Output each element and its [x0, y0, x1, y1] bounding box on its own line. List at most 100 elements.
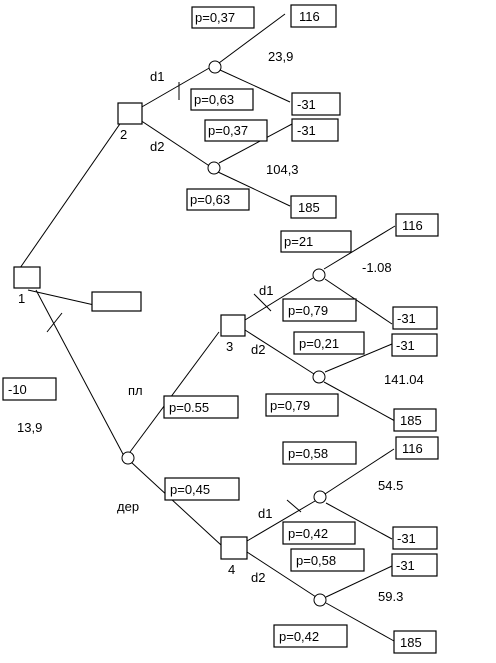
edge-n3-c4 — [244, 329, 315, 375]
edge-n2-c1 — [139, 66, 212, 109]
edge-c5-down — [325, 502, 393, 540]
prune-mark-n1-stop — [46, 312, 63, 333]
prob-box-c2-down — [186, 188, 250, 211]
outcome-c1-down: -31 — [297, 97, 316, 112]
prob-c5-down: p=0,42 — [288, 526, 328, 541]
chance-nodes — [121, 60, 327, 607]
branch-label-n2-d1: d1 — [150, 69, 164, 84]
outcome-stop: -10 — [8, 382, 27, 397]
prob-c4-up: p=0,21 — [299, 336, 339, 351]
prune-marks — [46, 82, 302, 513]
prob-c6-up: p=0,58 — [296, 553, 336, 568]
prob-box-c5-down — [282, 521, 356, 545]
branch-label-der: дер — [117, 499, 139, 514]
prob-pl: p=0.55 — [169, 400, 209, 415]
outcome-box-c6-up — [391, 553, 438, 577]
tree-edges — [19, 13, 396, 642]
edge-chance-root-n4 — [130, 461, 222, 546]
outcome-c4-down: 185 — [400, 413, 422, 428]
prob-c1-down: p=0,63 — [194, 92, 234, 107]
chance-node-c1 — [208, 60, 222, 74]
edge-c3-up — [323, 225, 396, 270]
outcome-box-c4-down — [393, 408, 437, 432]
edge-chance-root-n3 — [129, 331, 220, 453]
ev-c1: 23,9 — [268, 49, 293, 64]
chance-node-root — [121, 451, 135, 465]
outcome-c1-up: 116 — [299, 9, 320, 24]
edge-c4-up — [324, 343, 393, 373]
outcome-c3-down: -31 — [397, 311, 416, 326]
outcome-box-empty — [91, 291, 142, 312]
prob-c3-down: p=0,79 — [288, 303, 328, 318]
node-label-1: 1 — [18, 291, 25, 306]
probability-labels: p=0,37 p=0,63 p=0,37 p=0,63 p=21 p=0,79 … — [163, 6, 365, 648]
prob-c4-down: p=0,79 — [270, 398, 310, 413]
decision-node-3 — [220, 314, 246, 337]
prob-c1-up: p=0,37 — [195, 10, 235, 25]
edge-c5-up — [324, 448, 395, 495]
chance-node-c2 — [207, 161, 221, 175]
outcome-box-c3-up — [395, 213, 439, 237]
prune-mark-n4-d1 — [286, 499, 302, 513]
ev-c3: -1.08 — [362, 260, 392, 275]
branch-label-pl: пл — [128, 383, 143, 398]
outcome-c6-down: 185 — [400, 635, 422, 650]
prob-box-c1-down — [190, 88, 254, 111]
prob-box-c3-up — [280, 230, 352, 253]
edge-c1-down — [219, 69, 291, 103]
prob-box-pl — [163, 395, 239, 419]
outcome-box-stop — [2, 377, 57, 401]
outcome-c5-up: 116 — [402, 441, 423, 456]
outcome-box-c6-down — [393, 630, 437, 654]
decision-node-2 — [117, 102, 143, 125]
outcome-box-c1-up — [290, 4, 337, 28]
edge-c3-down — [324, 278, 393, 325]
node-number-labels: 1 2 3 4 — [18, 127, 235, 577]
edge-c1-up — [218, 13, 286, 64]
prob-c2-up: p=0,37 — [208, 123, 248, 138]
chance-node-c4 — [312, 370, 326, 384]
outcome-box-c2-up — [291, 118, 339, 142]
branch-label-n4-d1: d1 — [258, 506, 272, 521]
node-label-2: 2 — [120, 127, 127, 142]
prob-box-c2-up — [204, 119, 268, 142]
edge-n1-n2 — [19, 117, 125, 269]
edge-c2-down — [217, 171, 291, 207]
prob-der: p=0,45 — [170, 482, 210, 497]
edge-n4-c6 — [246, 551, 317, 598]
outcome-c5-down: -31 — [397, 531, 416, 546]
ev-c2: 104,3 — [266, 162, 299, 177]
edge-n1-stop — [27, 289, 104, 308]
node-label-3: 3 — [226, 339, 233, 354]
prob-box-c4-up — [293, 331, 365, 355]
outcome-c2-down: 185 — [298, 200, 320, 215]
outcome-c6-up: -31 — [396, 558, 415, 573]
outcome-c3-up: 116 — [402, 218, 423, 233]
outcome-box-c1-down — [291, 92, 341, 116]
prune-mark-n3-d1 — [253, 293, 272, 312]
outcome-box-c5-up — [395, 436, 439, 460]
prob-box-c6-down — [273, 624, 348, 648]
edge-n3-c3 — [244, 277, 314, 321]
edge-c4-down — [323, 381, 396, 422]
edge-c6-down — [325, 602, 395, 642]
prob-c2-down: p=0,63 — [190, 192, 230, 207]
prob-box-der — [164, 477, 240, 501]
chance-node-c6 — [313, 593, 327, 607]
ev-c5: 54.5 — [378, 478, 403, 493]
outcome-box-c5-down — [392, 526, 438, 550]
prob-box-c3-down — [282, 298, 357, 322]
decision-nodes — [13, 102, 248, 560]
ev-c6: 59.3 — [378, 589, 403, 604]
outcome-values: 116 -31 -31 185 116 -31 -31 185 116 -31 … — [2, 4, 439, 654]
outcome-c2-up: -31 — [297, 123, 316, 138]
node-label-4: 4 — [228, 562, 235, 577]
decision-node-1 — [13, 266, 41, 289]
prob-box-c5-up — [282, 441, 357, 465]
branch-label-n2-d2: d2 — [150, 139, 164, 154]
branch-label-n3-d1: d1 — [259, 283, 273, 298]
edge-n2-c2 — [139, 119, 212, 168]
ev-c4: 141.04 — [384, 372, 424, 387]
